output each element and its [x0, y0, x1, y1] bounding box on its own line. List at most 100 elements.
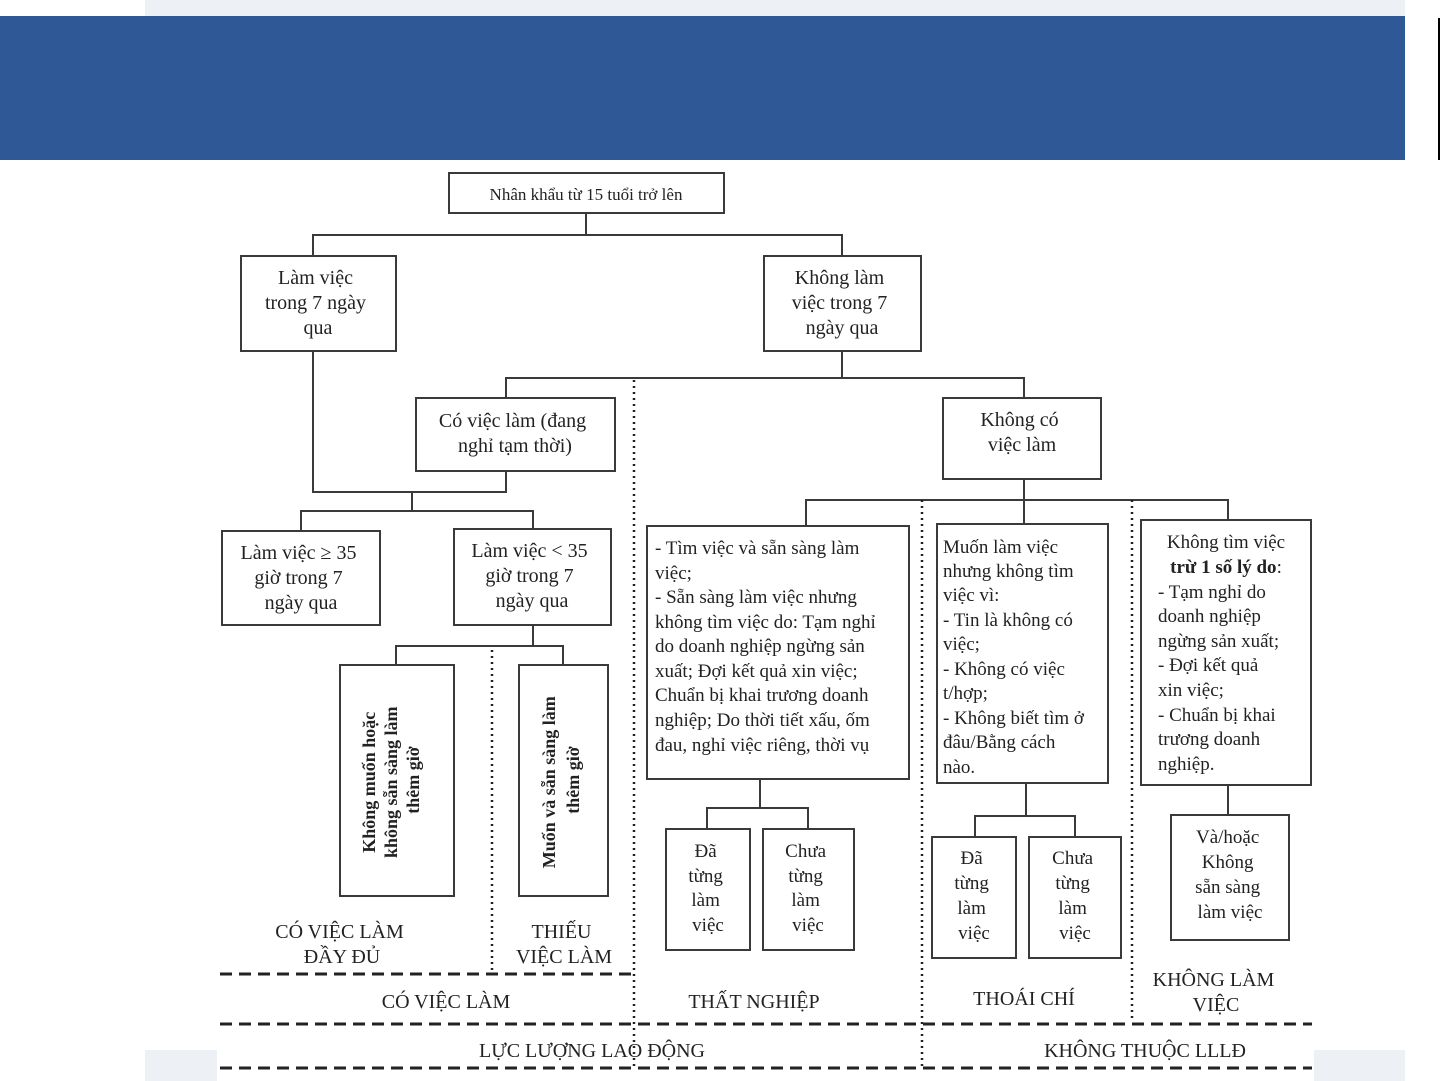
node-disc-worked-line: Đã	[961, 848, 984, 869]
node-and-or-line: sẵn sàng	[1195, 877, 1260, 898]
node-and-or-line: làm việc	[1198, 902, 1263, 923]
node-ge35-line: giờ trong 7	[254, 567, 342, 589]
node-and-or-line: Và/hoặc	[1196, 827, 1259, 848]
node-box-not-seeking	[1140, 519, 1312, 786]
node-not-seeking-rest: - Tạm nghỉ do doanh nghiệp ngừng sản xuấ…	[1158, 582, 1284, 775]
connector-discouraged	[974, 783, 1027, 837]
category-discouraged: THOÁI CHÍ	[973, 987, 1075, 1010]
connector-root	[312, 213, 587, 256]
node-not-want-more-line: Không muốn hoặc	[359, 712, 379, 853]
node-unemp-never-line: làm	[791, 890, 820, 911]
category-underemployment-line: THIẾU	[532, 919, 593, 943]
connector-lt35-right	[533, 645, 564, 665]
node-working-line: qua	[304, 317, 333, 339]
node-not-want-more: Không muốn hoặc không sẵn sàng làm thêm …	[359, 702, 423, 858]
node-lt35-line: giờ trong 7	[485, 565, 573, 587]
category-employed: CÓ VIỆC LÀM	[382, 989, 511, 1013]
node-seeking-line: đau, nghỉ việc riêng, thời vụ	[655, 735, 870, 756]
node-want-more-line: thêm giờ	[563, 746, 583, 813]
node-not-seeking-bold: trừ 1 số lý do	[1170, 557, 1276, 578]
node-box-temp-leave	[415, 397, 616, 472]
node-disc-never: Chưa từng làm việc	[1052, 848, 1098, 944]
connector-root-right	[586, 234, 843, 256]
node-seeking-line: do doanh nghiệp ngừng sản	[655, 636, 865, 657]
connector-seeking-right	[760, 807, 809, 829]
node-discouraged-line: nào.	[943, 757, 975, 778]
category-not-working-line: VIỆC	[1193, 993, 1240, 1016]
node-not-seeking-line: trương doanh	[1158, 729, 1261, 750]
node-disc-never-line: từng	[1055, 873, 1090, 894]
node-no-job: Không có việc làm	[980, 409, 1063, 456]
node-unemp-never-line: từng	[788, 866, 823, 887]
node-temp-leave: Có việc làm (đang nghỉ tạm thời)	[439, 410, 591, 457]
node-unemp-never-line: việc	[792, 915, 824, 936]
connector-not-working-right	[842, 377, 1025, 398]
node-disc-worked: Đã từng làm việc	[954, 848, 993, 944]
node-not-want-more-line: không sẵn sàng làm	[381, 706, 401, 858]
node-disc-worked-line: từng	[954, 873, 989, 894]
node-temp-leave-line: Có việc làm (đang	[439, 410, 586, 432]
node-not-seeking-line: - Đợi kết quả	[1158, 655, 1259, 676]
title-banner	[0, 16, 1405, 160]
node-root: Nhân khẩu từ 15 tuổi trở lên	[490, 185, 683, 204]
node-disc-worked-line: làm	[957, 898, 986, 919]
node-unemp-worked-line: làm	[691, 890, 720, 911]
node-not-seeking-colon: :	[1277, 557, 1282, 578]
node-not-seeking-line: doanh nghiệp	[1158, 606, 1261, 627]
node-seeking-line: - Sẵn sàng làm việc nhưng	[655, 587, 857, 608]
node-seeking-line: nghiệp; Do thời tiết xấu, ốm	[655, 710, 870, 731]
node-discouraged-line: - Không có việc	[943, 659, 1065, 680]
node-seeking-line: - Tìm việc và sẵn sàng làm	[655, 538, 860, 559]
node-not-working-line: việc trong 7	[792, 292, 888, 314]
node-discouraged-line: việc;	[943, 634, 980, 655]
node-not-seeking-title-line: Không tìm việc	[1167, 532, 1285, 553]
node-not-seeking-condition: trừ 1 số lý do:	[1170, 557, 1282, 578]
node-disc-never-line: Chưa	[1052, 848, 1093, 869]
category-underemployment-line: VIỆC LÀM	[516, 945, 612, 968]
category-not-working: KHÔNG LÀM VIỆC	[1153, 967, 1280, 1016]
node-not-seeking-line: ngừng sản xuất;	[1158, 631, 1279, 652]
category-full-employment: CÓ VIỆC LÀM ĐẦY ĐỦ	[275, 919, 409, 968]
node-seeking: - Tìm việc và sẵn sàng làm việc; - Sẵn s…	[655, 538, 881, 756]
node-not-seeking-line: nghiệp.	[1158, 754, 1214, 775]
node-box-working	[240, 255, 397, 352]
connector-no-job	[805, 479, 1025, 526]
node-temp-leave-line: nghỉ tạm thời)	[458, 435, 572, 457]
slide-top-strip	[145, 0, 1405, 16]
node-not-seeking-line: - Chuẩn bị khai	[1158, 705, 1276, 726]
node-box-seeking	[646, 525, 910, 780]
node-lt35: Làm việc < 35 giờ trong 7 ngày qua	[471, 540, 592, 612]
node-discouraged-line: t/hợp;	[943, 683, 988, 704]
node-discouraged-line: Muốn làm việc	[943, 537, 1058, 558]
node-seeking-line: xuất; Đợi kết quả xin việc;	[655, 661, 858, 682]
node-lt35-line: ngày qua	[496, 590, 569, 612]
node-not-seeking-line: xin việc;	[1158, 680, 1224, 701]
node-discouraged-line: nhưng không tìm	[943, 561, 1074, 582]
category-labor-force: LỰC LƯỢNG LAO ĐỘNG	[479, 1038, 705, 1062]
node-working-line: Làm việc	[278, 267, 353, 289]
node-not-working: Không làm việc trong 7 ngày qua	[792, 267, 893, 339]
node-ge35-line: ngày qua	[265, 592, 338, 614]
category-full-employment-line: ĐẦY ĐỦ	[304, 944, 381, 968]
node-seeking-line: không tìm việc do: Tạm nghỉ	[655, 612, 876, 633]
node-ge35-line: Làm việc ≥ 35	[241, 542, 357, 564]
node-unemp-worked-line: việc	[692, 915, 724, 936]
node-box-and-or	[1170, 814, 1290, 941]
node-working-line: trong 7 ngày	[265, 292, 366, 314]
node-unemp-worked-line: từng	[688, 866, 723, 887]
node-unemp-worked: Đã từng làm việc	[688, 841, 727, 936]
node-not-working-line: Không làm	[795, 267, 885, 289]
node-lt35-line: Làm việc < 35	[471, 540, 587, 562]
node-discouraged-line: - Tin là không có	[943, 610, 1073, 631]
node-and-or: Và/hoặc Không sẵn sàng làm việc	[1195, 827, 1265, 923]
node-ge35: Làm việc ≥ 35 giờ trong 7 ngày qua	[241, 542, 362, 614]
node-box-discouraged	[936, 523, 1109, 784]
node-discouraged-line: việc vì:	[943, 585, 999, 606]
node-not-seeking-line: - Tạm nghỉ do	[1158, 582, 1266, 603]
node-disc-never-line: làm	[1058, 898, 1087, 919]
category-full-employment-line: CÓ VIỆC LÀM	[275, 919, 404, 943]
connector-hours-right	[412, 510, 534, 529]
node-no-job-line: Không có	[980, 409, 1058, 431]
node-not-working-line: ngày qua	[806, 317, 879, 339]
